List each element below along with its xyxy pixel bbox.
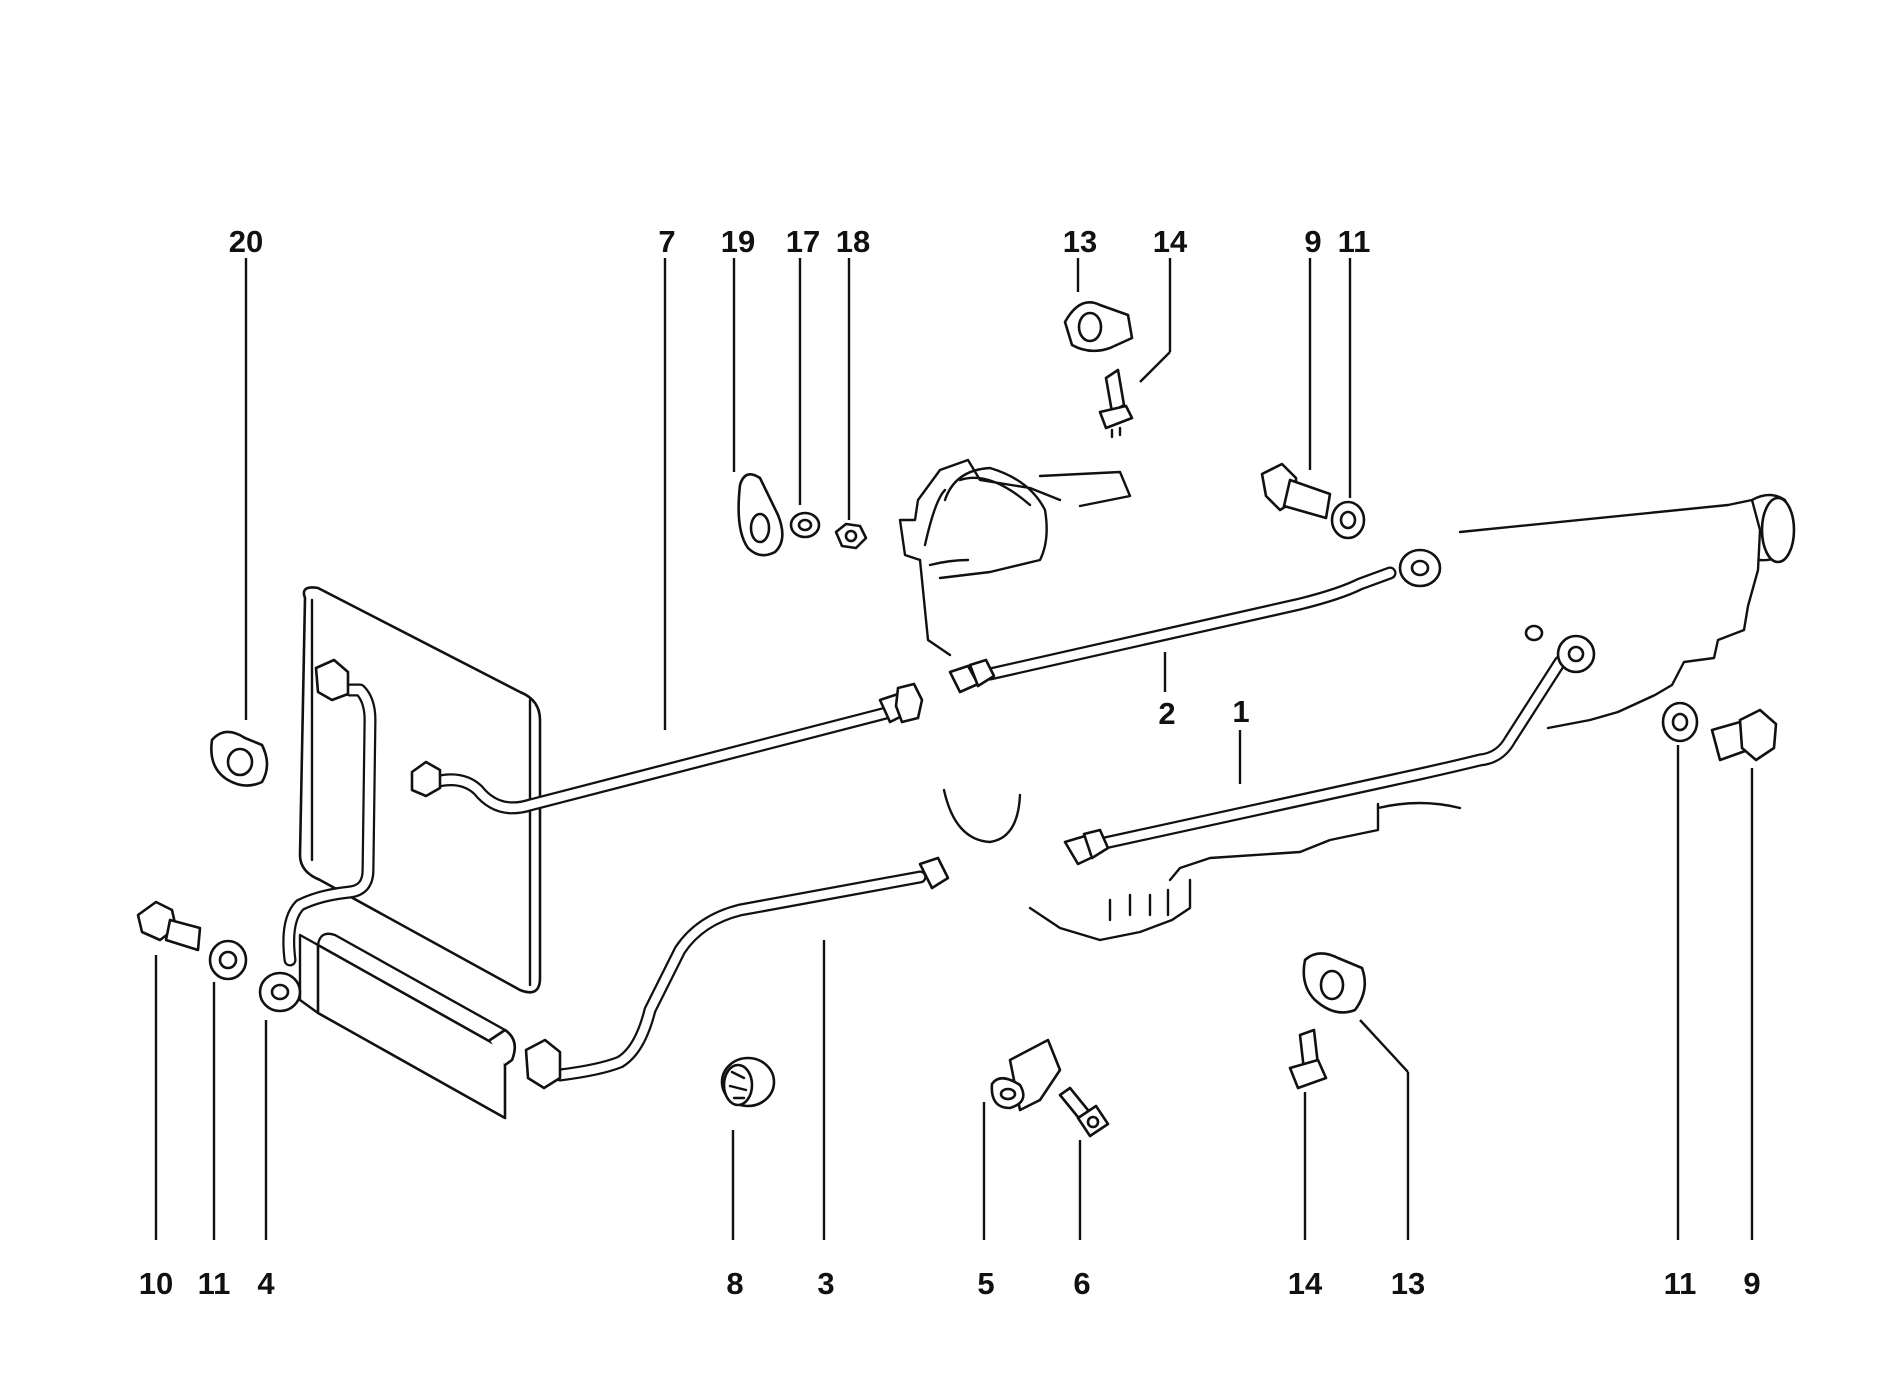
clamp-19 (737, 473, 784, 557)
callout-14-top: 14 (1153, 224, 1188, 259)
callout-9-bottom: 9 (1743, 1266, 1760, 1301)
callout-13-bottom: 13 (1391, 1266, 1425, 1301)
washer-17 (789, 511, 821, 539)
callout-1: 1 (1232, 694, 1249, 729)
pipe-3 (524, 856, 950, 1090)
bolt-6 (1058, 1086, 1110, 1138)
grommet-8 (720, 1056, 776, 1108)
callout-6: 6 (1073, 1266, 1090, 1301)
bracket-5 (990, 1038, 1062, 1112)
callout-18: 18 (836, 224, 870, 259)
pipe-2 (948, 548, 1442, 694)
callout-19: 19 (721, 224, 755, 259)
callout-5: 5 (977, 1266, 994, 1301)
nut-18 (834, 522, 868, 550)
leader-lines (154, 258, 1754, 1240)
callout-14-bottom: 14 (1288, 1266, 1323, 1301)
callout-10: 10 (139, 1266, 173, 1301)
clamp-20 (210, 730, 269, 787)
washer-11-right (1661, 701, 1699, 743)
callout-11-bottom-left: 11 (198, 1266, 231, 1301)
clamp-13-bottom (1302, 952, 1367, 1014)
callout-2: 2 (1158, 696, 1175, 731)
callout-20: 20 (229, 224, 263, 259)
bolt-14-top (1098, 368, 1134, 439)
callout-11-top: 11 (1338, 224, 1371, 259)
callout-3: 3 (817, 1266, 834, 1301)
callout-13-top: 13 (1063, 224, 1097, 259)
washer-11-top (1330, 500, 1366, 540)
callout-7: 7 (658, 224, 675, 259)
pipe-4-loop (258, 658, 377, 1013)
callout-4: 4 (257, 1266, 275, 1301)
banjo-bolt-9-top (1260, 462, 1332, 520)
callout-17: 17 (786, 224, 820, 259)
callout-labels: 20 7 19 17 18 13 14 9 11 2 1 10 11 4 8 3… (139, 224, 1761, 1301)
clamp-13-top (1063, 301, 1134, 353)
transmission-housing (898, 458, 1796, 942)
banjo-bolt-9-right (1710, 708, 1778, 762)
pipe-7 (410, 682, 924, 815)
bolt-14-bottom (1288, 1028, 1328, 1090)
pipe-1 (1063, 624, 1596, 866)
callout-9-top: 9 (1304, 224, 1321, 259)
callout-11-bottom-right: 11 (1664, 1266, 1697, 1301)
callout-8: 8 (726, 1266, 743, 1301)
washer-11-left (208, 939, 248, 981)
banjo-bolt-10 (136, 900, 202, 952)
